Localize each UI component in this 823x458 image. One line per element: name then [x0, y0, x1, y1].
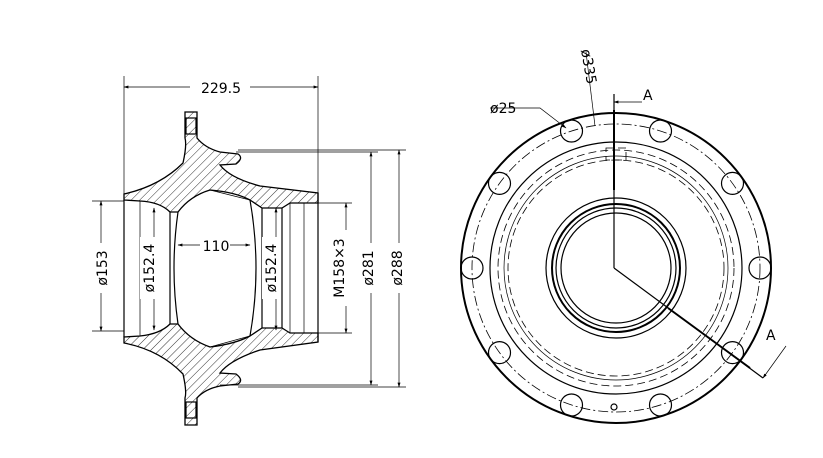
bolt-circle: [471, 123, 761, 413]
bolt-hole: [648, 119, 673, 143]
dim-110: 110: [203, 239, 230, 255]
dim-229-5: 229.5: [201, 81, 241, 97]
section-label-a-bottom: A: [766, 328, 776, 344]
dim-288: ø288: [390, 250, 406, 285]
bore-inner: [560, 212, 672, 324]
bore-ring-1: [551, 203, 681, 333]
front-view: A A ø335 ø25: [460, 48, 787, 424]
hidden-circle-1: [497, 149, 735, 387]
bolt-hole-group: [460, 119, 772, 417]
flange-outer-circle: [460, 112, 772, 424]
index-hole: [610, 403, 618, 411]
dim-m158x3: M158×3: [332, 238, 348, 297]
dim-152-4-right: ø152.4: [264, 244, 280, 293]
inner-curve-left: [173, 211, 179, 325]
bolt-hole: [487, 171, 512, 195]
bore-ring-2: [555, 207, 677, 329]
hub-inner-circle: [503, 155, 729, 381]
keyway-hidden: [605, 147, 627, 161]
section-hatch-top: [123, 111, 319, 213]
bolt-hole-bottom: [185, 401, 197, 419]
leader-25: [490, 107, 567, 129]
bolt-hole: [748, 256, 772, 280]
dim-153: ø153: [95, 250, 111, 285]
hub-circle: [489, 141, 743, 395]
side-section-view: 229.5 110 ø153 ø152.4 ø152.4 M158×3 ø281: [92, 76, 406, 426]
dim-281: ø281: [361, 250, 377, 285]
hidden-circle-2: [507, 159, 725, 377]
bolt-hole-top: [185, 117, 197, 135]
bolt-hole: [487, 341, 512, 365]
dim-25: ø25: [490, 101, 516, 117]
section-arrow-bottom: [762, 345, 787, 379]
section-hatch-bottom: [123, 323, 319, 426]
bore-outer: [545, 197, 687, 339]
bolt-hole: [720, 171, 745, 195]
bolt-hole: [648, 393, 673, 417]
section-label-a-top: A: [643, 88, 653, 104]
bolt-hole: [720, 341, 745, 365]
leader-335: [585, 51, 596, 127]
bolt-hole: [559, 119, 584, 143]
inner-curve-right: [249, 199, 257, 337]
bolt-hole: [559, 393, 584, 417]
bolt-hole: [460, 256, 484, 280]
dim-152-4-left: ø152.4: [142, 244, 158, 293]
dim-335: ø335: [577, 48, 599, 86]
